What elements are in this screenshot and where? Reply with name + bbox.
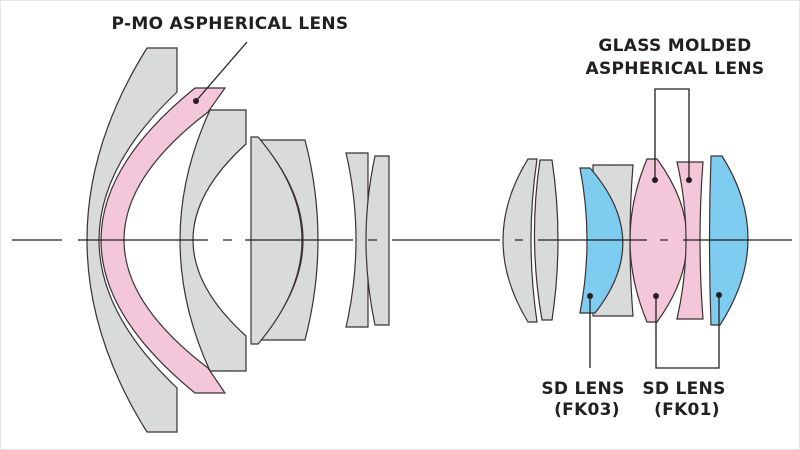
lens-1-front-meniscus bbox=[86, 47, 178, 433]
sd-fk01-label-line2: (FK01) bbox=[654, 400, 720, 420]
sd-fk01-label-line1: SD LENS bbox=[642, 379, 725, 399]
lens-5-concave bbox=[345, 152, 369, 328]
lens-10-glass-molded-aspherical bbox=[629, 158, 688, 323]
lens-2-pmo-aspherical bbox=[100, 87, 227, 394]
glass-molded-label-line2: ASPHERICAL LENS bbox=[586, 59, 765, 79]
glass-molded-bracket bbox=[652, 88, 692, 183]
lens-6-convex bbox=[365, 155, 390, 326]
sd-fk03-label-line2: (FK03) bbox=[554, 400, 620, 420]
lens-4b-doublet-rear bbox=[258, 139, 319, 341]
pmo-leader bbox=[193, 41, 248, 104]
sd-fk03-label-line1: SD LENS bbox=[541, 379, 624, 399]
pmo-aspherical-label: P-MO ASPHERICAL LENS bbox=[112, 14, 349, 34]
lens-3-meniscus bbox=[179, 109, 247, 372]
sd-fk03-leader bbox=[587, 293, 593, 368]
glass-molded-label-line1: GLASS MOLDED bbox=[598, 36, 751, 56]
sd-fk01-bracket bbox=[653, 292, 722, 369]
